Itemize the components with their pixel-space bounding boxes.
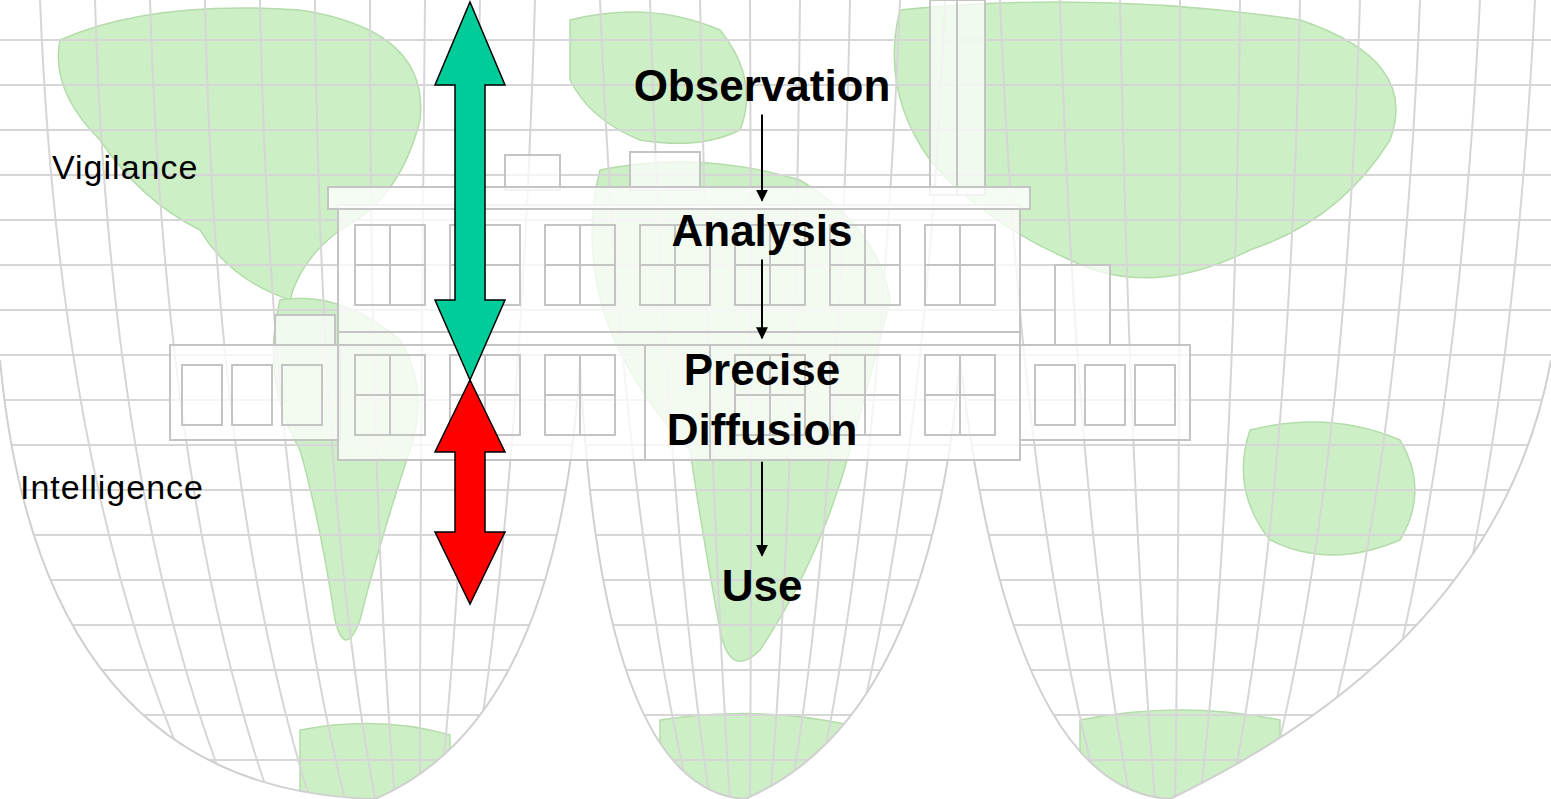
flow-arrow — [761, 115, 763, 201]
stage-text: Observation — [634, 58, 891, 113]
side-label: Intelligence — [20, 468, 204, 507]
stage-text: Analysis — [672, 203, 853, 258]
stage-text: Use — [722, 558, 803, 613]
stage-name: Precise Diffusion — [667, 340, 858, 460]
flow-arrow — [761, 462, 763, 556]
stage-name: Analysis — [672, 203, 853, 258]
side-label: Vigilance — [52, 148, 198, 187]
intelligence-double-arrow — [435, 380, 505, 604]
stage-name: Observation — [634, 58, 891, 113]
flow-arrow — [761, 260, 763, 339]
vigilance-double-arrow — [435, 2, 505, 380]
stage-text: Precise Diffusion — [667, 340, 858, 460]
factory-building — [170, 0, 1190, 460]
stage-name: Use — [722, 558, 803, 613]
